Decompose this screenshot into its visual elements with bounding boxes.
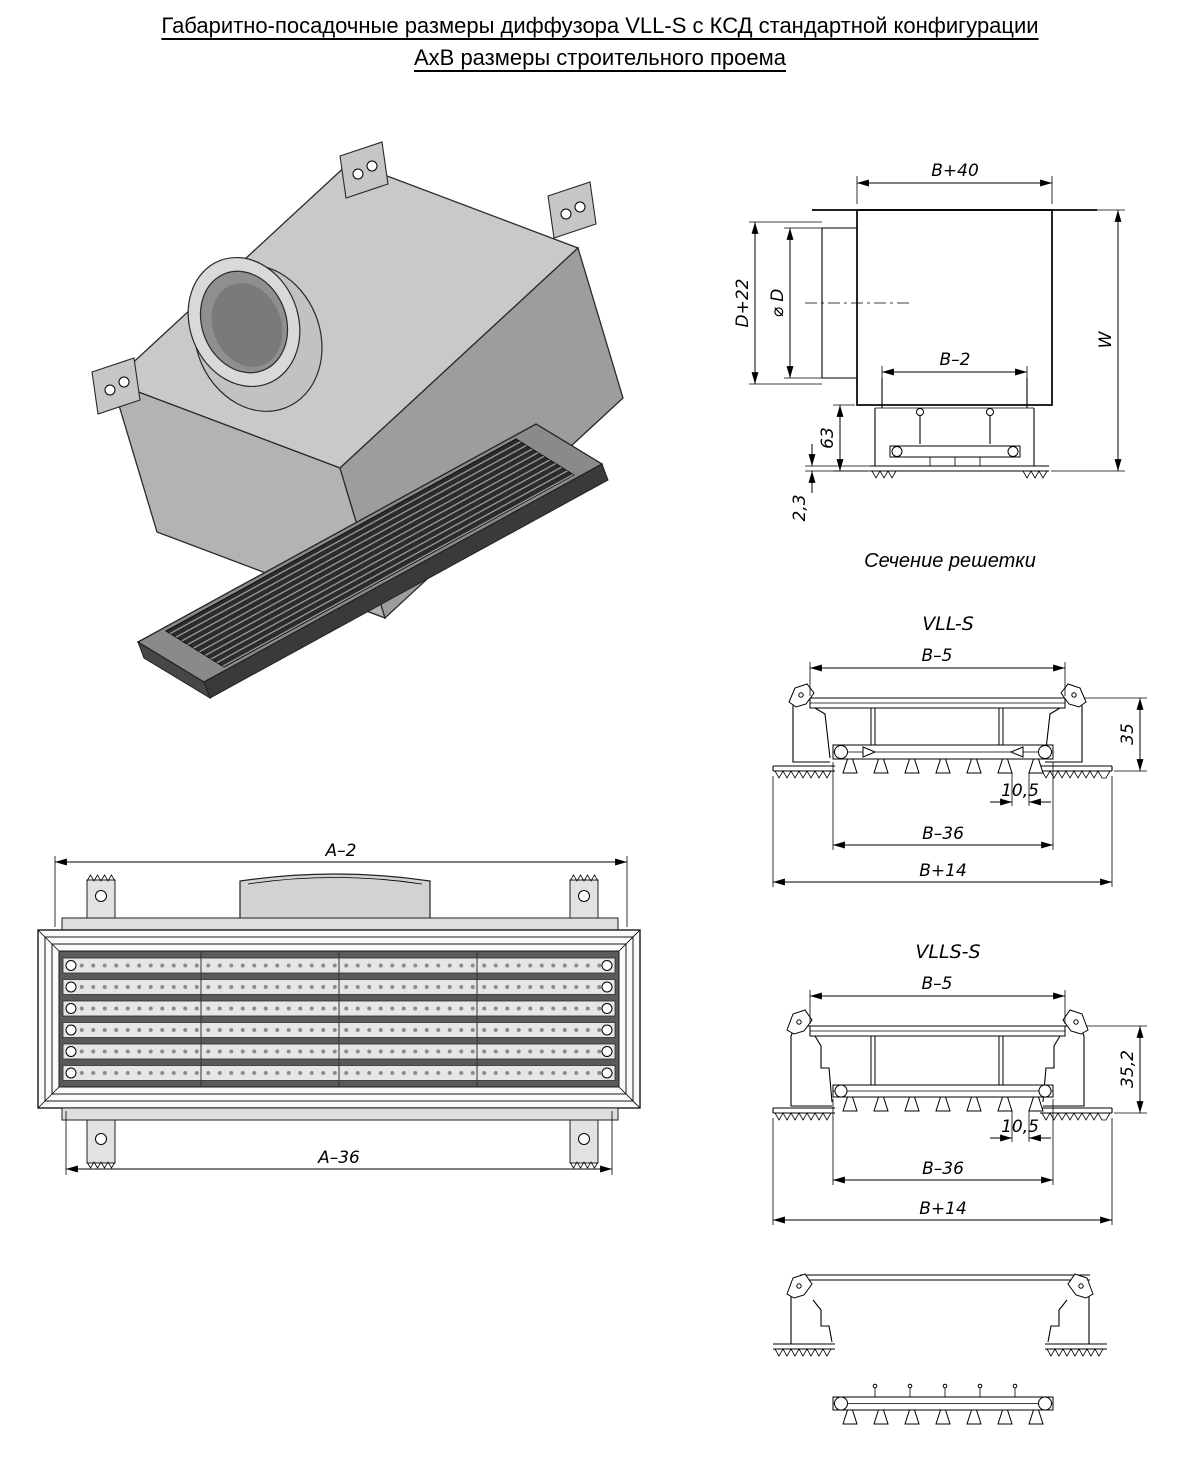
vll-s-drawing: VLL-S B–5 [772, 613, 1147, 887]
end-profile-right [1042, 1009, 1089, 1107]
duct-stub [805, 227, 910, 379]
dim-overall: A–2 [54, 841, 628, 927]
dim-height: 35 [1084, 697, 1147, 772]
dim-label: ⌀ D [768, 289, 788, 318]
body-bottom-edge [61, 1107, 619, 1121]
end-profile-left [786, 1009, 833, 1107]
dim-label: A–36 [317, 1148, 360, 1168]
flange-wings [772, 1107, 1113, 1121]
dim-label: 63 [818, 427, 838, 449]
hanger [870, 1035, 876, 1086]
duct-stub-top [239, 873, 431, 926]
dim-inner: B–36 [832, 1099, 1054, 1185]
dim-label: B+14 [919, 1199, 967, 1219]
mounting-bracket-bottom [86, 1119, 599, 1169]
duct-collar [187, 256, 323, 412]
grille-section-heading: Сечение решетки [864, 550, 1036, 572]
end-profile-right [1044, 683, 1087, 763]
section-view: B+40 D+22 ⌀ D B–2 63 2,3 W [705, 148, 1165, 568]
vlls-s-label: VLLS-S [915, 941, 980, 963]
mounting-bracket [91, 357, 141, 415]
hanger [998, 1035, 1004, 1086]
detail-view [735, 1256, 1185, 1454]
dim-label: 10,5 [1001, 781, 1039, 801]
dim-label: W [1096, 330, 1116, 348]
vlls-s-view: VLLS-S B–5 [735, 938, 1185, 1250]
hanger [998, 707, 1004, 746]
dim-label: 2,3 [790, 494, 810, 521]
dim-label: B–5 [922, 974, 953, 994]
vlls-s-drawing: VLLS-S B–5 [772, 941, 1147, 1225]
page-title-line2: АхВ размеры строительного проема [413, 44, 786, 70]
vll-s-label: VLL-S [922, 613, 974, 635]
dim-top: B–5 [809, 974, 1066, 1024]
dim-label: B+40 [931, 161, 979, 181]
dim-label: B–5 [922, 646, 953, 666]
rail-detail [832, 1383, 1054, 1425]
arrow-marker-left [1009, 746, 1024, 758]
end-profile-left [788, 683, 831, 763]
plan-drawing: A–2 A–36 [37, 841, 641, 1175]
dim-height: 35,2 [1086, 1025, 1147, 1114]
dim-label: 10,5 [1001, 1117, 1039, 1137]
dim-label: 35,2 [1118, 1050, 1138, 1088]
page-title: Габаритно-посадочные размеры диффузора V… [0, 10, 1200, 74]
dim-inner: A–36 [65, 1111, 613, 1175]
dim-label: B–36 [922, 1159, 964, 1179]
detail-drawing [773, 1273, 1107, 1425]
center-rail [832, 1084, 1054, 1098]
isometric-drawing [91, 141, 624, 700]
dim-hole-height: D+22 [733, 221, 822, 385]
dim-lip: 2,3 [790, 444, 870, 522]
grille-slats [58, 950, 620, 1088]
dim-label: B–2 [940, 350, 971, 370]
page-title-line1: Габаритно-посадочные размеры диффузора V… [161, 13, 1039, 38]
mounting-bracket [547, 181, 597, 239]
dim-label: 35 [1118, 723, 1138, 745]
isometric-view [75, 135, 715, 725]
plenum-box-outline [856, 209, 1053, 406]
section-drawing: B+40 D+22 ⌀ D B–2 63 2,3 W [733, 161, 1125, 522]
dim-top: B–5 [809, 646, 1066, 696]
dim-top-width: B+40 [856, 161, 1053, 204]
dim-outer: B+14 [772, 1118, 1113, 1225]
center-rail [832, 744, 1054, 760]
arrow-marker-right [862, 746, 877, 758]
deflector-cones [842, 758, 1044, 774]
dim-total-height: W [1051, 209, 1125, 472]
dim-label: A–2 [325, 843, 357, 861]
dim-label: B–36 [922, 824, 964, 844]
dim-frame-height: 63 [818, 404, 868, 472]
dim-diameter: ⌀ D [768, 227, 822, 379]
deflector-cones [842, 1409, 1044, 1425]
bracket-left [773, 1273, 835, 1357]
dim-slot: 10,5 [990, 773, 1051, 806]
dim-inner: B–36 [832, 762, 1054, 850]
bracket-right [1045, 1273, 1107, 1357]
mounting-bracket [339, 141, 389, 199]
hanger [870, 707, 876, 746]
grille-flange [136, 423, 609, 700]
dim-neck-width: B–2 [881, 350, 1028, 378]
dim-label: D+22 [733, 279, 753, 328]
grille-assembly-section [870, 407, 1049, 479]
body-top-edge [61, 917, 619, 931]
dim-slot: 10,5 [990, 1111, 1051, 1142]
dim-label: B+14 [919, 861, 967, 881]
plan-view: A–2 A–36 [30, 841, 670, 1193]
dim-outer: B+14 [772, 776, 1113, 887]
vll-s-view: VLL-S B–5 [735, 610, 1185, 910]
deflector-cones [842, 1096, 1044, 1112]
mounting-bracket-top [86, 874, 599, 924]
